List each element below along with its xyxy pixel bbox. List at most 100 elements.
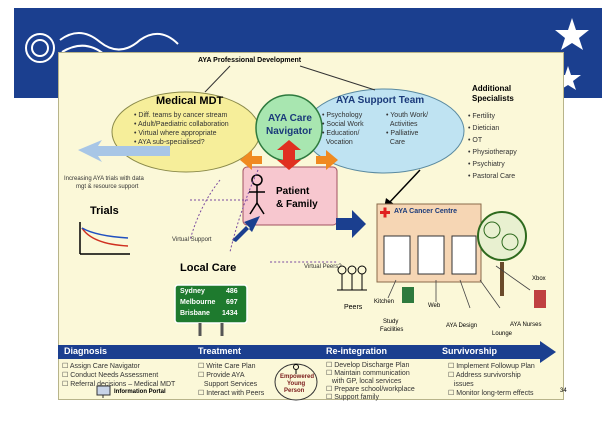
list-item: ☐ Prepare school/workplace <box>326 386 415 393</box>
information-portal-label: Information Portal <box>114 389 166 395</box>
arrow-line <box>299 65 376 91</box>
list-item: • Psychiatry <box>468 161 505 168</box>
computer-icon <box>96 385 111 398</box>
survivorship-list: ☐ Implement Followup Plan ☐ Address surv… <box>448 362 535 398</box>
star-icon <box>555 18 589 50</box>
list-item: ☐ Write Care Plan <box>198 363 256 370</box>
list-item: • Adult/Paediatric collaboration <box>134 121 229 128</box>
orange-arrow-icon <box>240 150 262 170</box>
list-item: • Youth Work/ <box>386 112 429 119</box>
list-item: • Dietician <box>468 125 500 132</box>
list-item: ☐ Develop Discharge Plan <box>326 362 410 369</box>
list-item: Care <box>389 139 406 146</box>
list-item: • Virtual where appropriate <box>134 130 217 137</box>
list-item: • AYA sub-specialised? <box>134 139 205 146</box>
diagnosis-list: ☐ Assign Care Navigator ☐ Conduct Needs … <box>62 362 175 389</box>
aya-nurses-label: AYA Nurses <box>510 322 542 328</box>
peers-icon <box>337 265 367 291</box>
list-item: • Palliative <box>386 130 419 137</box>
reintegration-list: ☐ Develop Discharge Plan ☐ Maintain comm… <box>326 362 415 402</box>
list-item: Support Services <box>203 381 258 388</box>
specialists-title-1: Additional <box>472 84 512 93</box>
phase-treatment: Treatment <box>198 346 242 356</box>
trials-note-1: Increasing AYA trials with data <box>64 176 144 182</box>
specialists-list: • Fertility • Dietician • OT • Physiothe… <box>468 111 517 183</box>
empowered-line2: Young <box>287 381 306 387</box>
medical-mdt-list: • Diff. teams by cancer stream • Adult/P… <box>134 111 229 147</box>
sign-city: Brisbane <box>180 310 210 317</box>
list-item: • OT <box>468 137 483 144</box>
person-icon <box>249 174 265 215</box>
treatment-list: ☐ Write Care Plan ☐ Provide AYA Support … <box>198 362 264 398</box>
blue-arrow-icon <box>336 210 366 238</box>
red-cross-icon <box>380 207 390 218</box>
medical-mdt-title: Medical MDT <box>156 95 224 107</box>
local-care-title: Local Care <box>180 262 237 274</box>
arrow-line <box>204 65 231 93</box>
trials-arrow-icon <box>78 140 170 162</box>
trials-title: Trials <box>90 205 119 217</box>
navigator-line2: Navigator <box>266 126 313 137</box>
phase-reintegration: Re-integration <box>326 346 388 356</box>
blue-arrow-icon <box>232 216 260 242</box>
list-item: with GP, local services <box>331 378 402 385</box>
peers-label: Peers <box>344 304 363 311</box>
cancer-centre-title: AYA Cancer Centre <box>394 208 458 215</box>
support-col2-list: • Youth Work/ Activities • Palliative Ca… <box>386 111 428 147</box>
list-item: ☐ Address survivorship <box>448 372 521 379</box>
list-item: • Pastoral Care <box>468 173 516 180</box>
specialists-title-2: Specialists <box>472 94 514 103</box>
orange-arrow-icon <box>316 150 338 170</box>
web-label: Web <box>428 303 441 309</box>
list-item: ☐ Conduct Needs Assessment <box>62 372 159 379</box>
study-label-2: Facilities <box>380 327 404 333</box>
local-care-sign <box>174 284 248 324</box>
list-item: ☐ Interact with Peers <box>198 390 265 397</box>
list-item: • Education/ <box>322 130 360 137</box>
empowered-line3: Person <box>284 388 305 394</box>
list-item: issues <box>453 381 474 388</box>
trials-note-2: mgt & resource support <box>76 184 139 190</box>
study-desk-icon <box>402 287 414 303</box>
aya-design-label: AYA Design <box>446 323 478 329</box>
list-item: ☐ Provide AYA <box>198 372 245 379</box>
list-item: ☐ Maintain communication <box>326 370 410 377</box>
list-item: ☐ Referral decisions – Medical MDT <box>62 381 176 388</box>
list-item: Vocation <box>325 139 353 146</box>
patient-line2: & Family <box>276 199 318 210</box>
sign-city: Sydney <box>180 288 205 295</box>
list-item: ☐ Monitor long-term effects <box>448 390 534 397</box>
list-item: • Psychology <box>322 112 363 119</box>
support-team-title: AYA Support Team <box>336 95 425 106</box>
study-label-1: Study <box>383 319 399 325</box>
list-item: • Fertility <box>468 113 495 120</box>
support-col1-list: • Psychology • Social Work • Education/ … <box>322 111 364 147</box>
empowered-line1: Empowered <box>280 374 315 380</box>
virtual-peers-label: Virtual Peers? <box>304 264 342 270</box>
trials-curve-icon <box>79 222 130 255</box>
phase-bar <box>58 345 542 359</box>
xbox-label: Xbox <box>532 276 546 282</box>
list-item: • Social Work <box>322 121 364 128</box>
tree-icon <box>477 211 527 296</box>
sign-value: 697 <box>226 299 238 306</box>
patient-line1: Patient <box>276 186 310 197</box>
sign-value: 486 <box>226 288 238 295</box>
navigator-line1: AYA Care <box>268 113 312 124</box>
phase-arrow-icon <box>540 341 556 363</box>
phase-diagnosis: Diagnosis <box>64 346 108 356</box>
list-item: Activities <box>389 121 418 128</box>
swirl-logo-icon <box>25 32 179 64</box>
star-icon <box>555 66 581 90</box>
page-number: 34 <box>560 388 567 394</box>
dashed-line <box>229 169 259 253</box>
list-item: • Physiotherapy <box>468 149 517 156</box>
professional-development-label: AYA Professional Development <box>198 57 302 64</box>
list-item: ☐ Assign Care Navigator <box>62 363 140 370</box>
list-item: ☐ Implement Followup Plan <box>448 363 535 370</box>
sign-city: Melbourne <box>180 299 216 306</box>
person-icon <box>293 364 299 374</box>
